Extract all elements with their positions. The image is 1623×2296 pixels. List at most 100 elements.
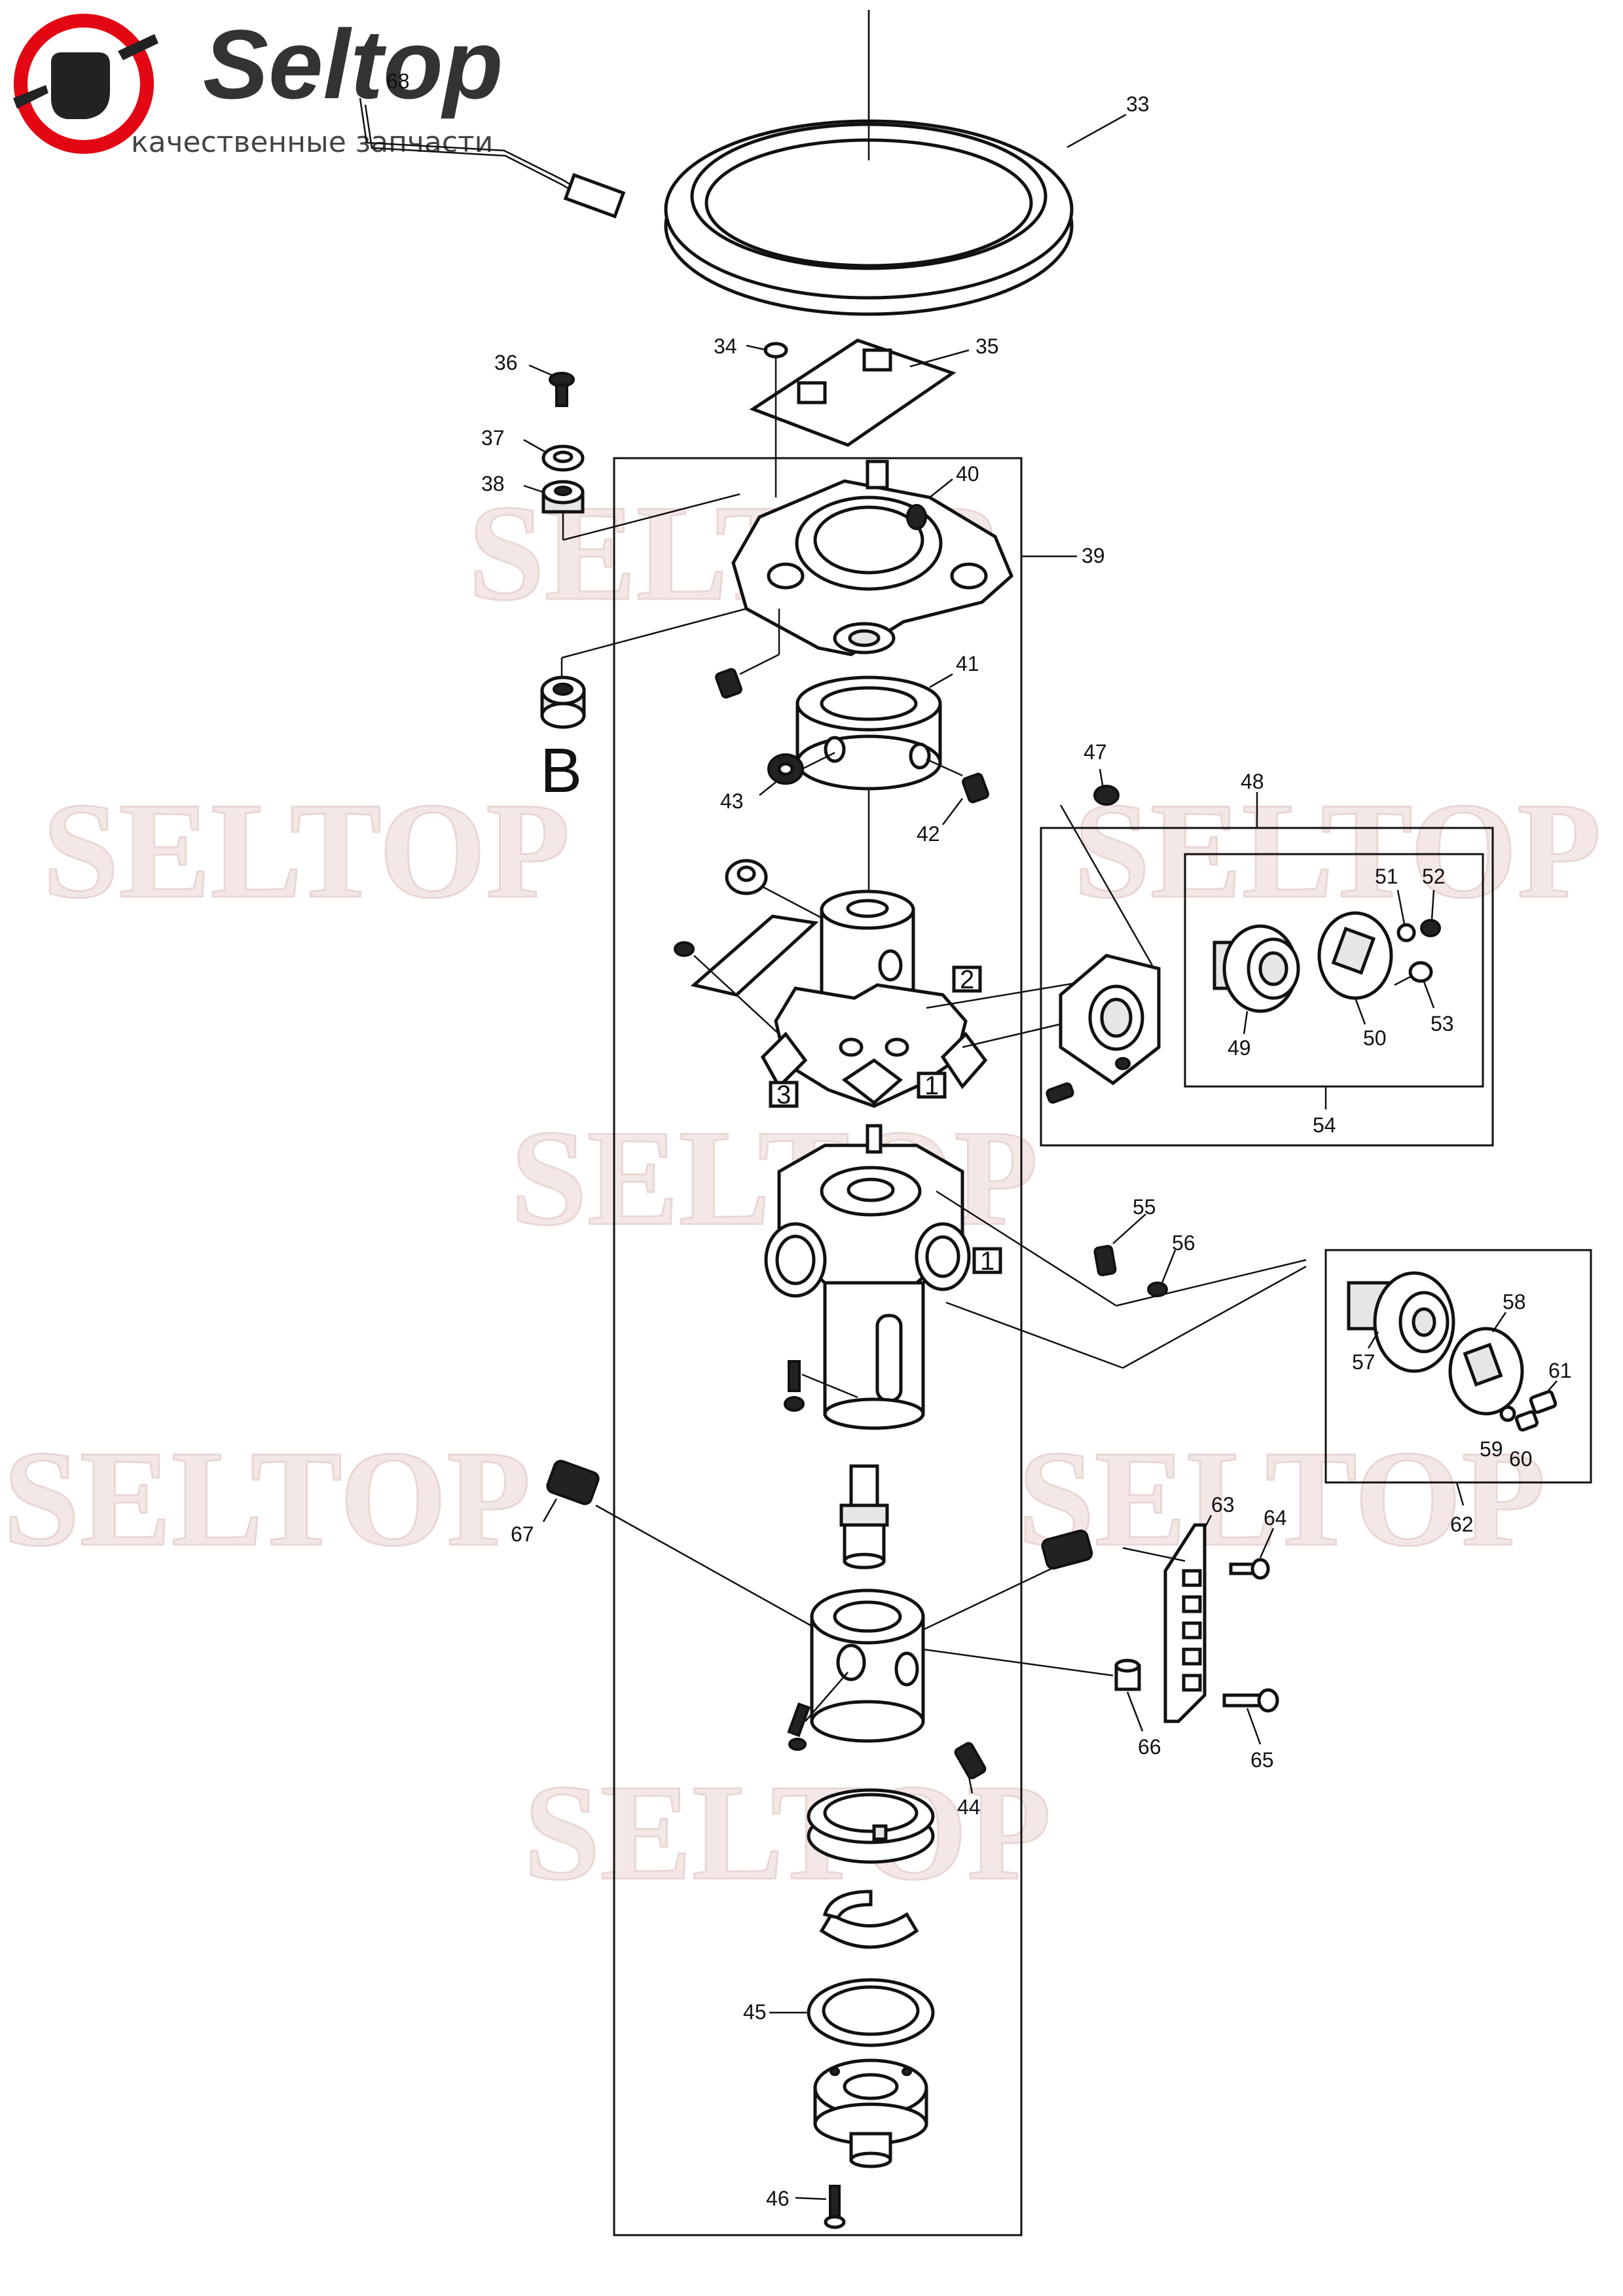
- retaining-clip: [819, 1890, 919, 1949]
- upper-right-screw: [1041, 1529, 1093, 1570]
- holder-side-screw: [787, 1672, 848, 1751]
- main-assembly-frame: [613, 457, 1023, 2236]
- subassembly-54-frame: [1184, 853, 1484, 1088]
- watermark: SELTOP: [511, 1102, 1038, 1254]
- tool-holder-body: [810, 1563, 1114, 1743]
- callout-38: 38: [481, 472, 505, 495]
- marker-3-text: 3: [776, 1081, 791, 1109]
- callout-48: 48: [1241, 770, 1264, 793]
- part-49-adapter: [1213, 924, 1300, 1035]
- part-52-screw: [1420, 889, 1441, 937]
- part-37-washer: [523, 439, 585, 472]
- callout-34: 34: [714, 334, 737, 358]
- part-45-washer: [769, 1978, 935, 2047]
- part-44-screw: [954, 1742, 987, 1794]
- part-59-washer: [1499, 1405, 1516, 1422]
- callout-40: 40: [956, 462, 979, 486]
- callout-68: 68: [386, 69, 410, 93]
- subassembly-48-frame: [1040, 827, 1494, 1147]
- callout-37: 37: [481, 426, 505, 450]
- callout-59: 59: [1480, 1437, 1503, 1461]
- callout-35: 35: [976, 334, 999, 358]
- callout-62: 62: [1450, 1513, 1474, 1536]
- part-33-ring: [664, 10, 1074, 316]
- bottom-flange: [813, 2058, 928, 2168]
- callout-51: 51: [1375, 865, 1398, 888]
- callout-54: 54: [1313, 1113, 1336, 1137]
- watermark: SELTOP: [1074, 775, 1601, 927]
- part-47-screw: [1059, 768, 1154, 966]
- callout-52: 52: [1422, 865, 1446, 888]
- part-60-screw: [1514, 1410, 1539, 1432]
- watermarks: SELTOP SELTOP SELTOP SELTOP SELTOP SELTO…: [3, 476, 1603, 1910]
- watermark: SELTOP: [43, 775, 570, 927]
- callout-45: 45: [743, 2000, 767, 2024]
- detail-b-label: B: [540, 736, 582, 806]
- part-35-plate: [749, 338, 970, 447]
- marker-1-lower-text: 1: [980, 1247, 994, 1276]
- seltop-logo: Seltop качественные запчасти: [10, 9, 503, 159]
- part-36-screw: [528, 364, 575, 407]
- part-55-screw: [1093, 1213, 1146, 1276]
- part-38-bearing: [523, 480, 740, 541]
- marker-1-lower: 1: [972, 1247, 1002, 1276]
- callout-56: 56: [1172, 1231, 1195, 1255]
- part-34-screw: [746, 342, 788, 497]
- part-46-screw: [795, 2185, 846, 2229]
- part-63-connector-board: [1122, 1515, 1213, 1723]
- threaded-ring: [807, 1788, 935, 1864]
- marker-1-upper-text: 1: [924, 1071, 939, 1100]
- fist-wrench-icon: [51, 52, 110, 119]
- callout-60: 60: [1509, 1447, 1533, 1471]
- part-50-clamp: [1317, 911, 1393, 1025]
- callout-58: 58: [1503, 1290, 1526, 1314]
- part-64-screw: [1229, 1528, 1275, 1580]
- part-66-sleeve: [1114, 1659, 1144, 1732]
- marker-2-text: 2: [960, 965, 974, 994]
- part-53-screw: [1394, 961, 1435, 1009]
- logo-tagline: качественные запчасти: [131, 126, 493, 159]
- callout-66: 66: [1138, 1735, 1161, 1759]
- callout-63: 63: [1211, 1493, 1235, 1516]
- marker-3: 3: [769, 1081, 799, 1109]
- block-housing: [1046, 954, 1161, 1104]
- callout-36: 36: [494, 351, 518, 374]
- callout-39: 39: [1082, 544, 1105, 567]
- watermark: SELTOP: [3, 1423, 531, 1575]
- callout-65: 65: [1250, 1748, 1274, 1772]
- watermark: SELTOP: [1018, 1423, 1546, 1575]
- part-61-screw: [1529, 1380, 1558, 1414]
- callout-41: 41: [956, 652, 979, 675]
- turret-body: [764, 1124, 971, 1430]
- housing-grub-screw: [715, 609, 780, 699]
- marker-2: 2: [952, 965, 982, 994]
- callout-49: 49: [1228, 1036, 1251, 1060]
- part-51-washer: [1396, 889, 1416, 942]
- callout-46: 46: [766, 2187, 790, 2210]
- part-68-cable: [359, 98, 626, 219]
- part-41-collar: [795, 673, 953, 791]
- part-43-nut: [759, 751, 835, 796]
- callout-57: 57: [1352, 1350, 1376, 1374]
- spindle-key: [839, 1464, 889, 1570]
- callouts: 33 34 35 36 37 38 39 40 41 42 43 44 45 4…: [386, 69, 1572, 2210]
- callout-61: 61: [1548, 1359, 1572, 1382]
- part-57-adapter: [1347, 1271, 1455, 1373]
- marker-1-upper: 1: [917, 1071, 947, 1100]
- detail-b-bearing: B: [540, 607, 747, 806]
- subassembly-62-frame: [1324, 1249, 1592, 1484]
- callout-47: 47: [1084, 740, 1107, 764]
- part-65-screw: [1222, 1688, 1279, 1745]
- callout-53: 53: [1431, 1012, 1454, 1035]
- callout-42: 42: [917, 822, 940, 846]
- callout-64: 64: [1264, 1506, 1287, 1530]
- part-67-screw: [542, 1460, 819, 1631]
- callout-55: 55: [1133, 1195, 1156, 1219]
- callout-33: 33: [1126, 92, 1150, 116]
- callout-44: 44: [957, 1795, 981, 1819]
- logo-brand: Seltop: [203, 9, 503, 119]
- part-42-screw: [926, 758, 989, 825]
- part-58-clamp: [1448, 1312, 1524, 1416]
- callout-43: 43: [720, 789, 744, 813]
- part-40-housing: [731, 459, 1013, 656]
